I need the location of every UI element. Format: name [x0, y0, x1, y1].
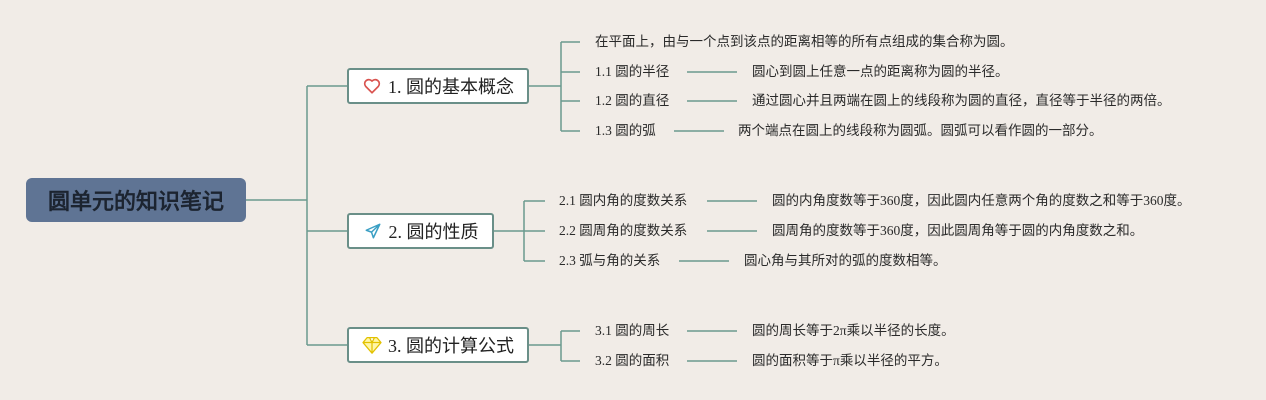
gem-icon [362, 335, 382, 355]
diameter-text: 通过圆心并且两端在圆上的线段称为圆的直径，直径等于半径的两倍。 [752, 93, 1171, 108]
subtopic-arc-angle[interactable]: 2.3 弧与角的关系 [559, 253, 661, 268]
subtopic-radius[interactable]: 1.1 圆的半径 [595, 64, 670, 79]
branch-basic-concepts[interactable]: 1. 圆的基本概念 [347, 68, 529, 104]
subtopic-arc[interactable]: 1.3 圆的弧 [595, 123, 656, 138]
branch-formulas[interactable]: 3. 圆的计算公式 [347, 327, 529, 363]
arc-text: 两个端点在圆上的线段称为圆弧。圆弧可以看作圆的一部分。 [738, 123, 1103, 138]
subtopic-inscribed-angle[interactable]: 2.2 圆周角的度数关系 [559, 223, 688, 238]
inscribed-angle-text: 圆周角的度数等于360度，因此圆周角等于圆的内角度数之和。 [772, 223, 1144, 238]
branch-label: 3. 圆的计算公式 [388, 336, 514, 356]
subtopic-area[interactable]: 3.2 圆的面积 [595, 353, 670, 368]
subtopic-diameter[interactable]: 1.2 圆的直径 [595, 93, 670, 108]
heart-icon [362, 76, 382, 96]
subtopic-inner-angle[interactable]: 2.1 圆内角的度数关系 [559, 193, 688, 208]
definition-text: 在平面上，由与一个点到该点的距离相等的所有点组成的集合称为圆。 [595, 34, 1014, 49]
branch-properties[interactable]: 2. 圆的性质 [347, 213, 494, 249]
radius-text: 圆心到圆上任意一点的距离称为圆的半径。 [752, 64, 1009, 79]
root-node[interactable]: 圆单元的知识笔记 [26, 178, 246, 222]
arc-angle-text: 圆心角与其所对的弧的度数相等。 [744, 253, 947, 268]
paper-plane-icon [363, 221, 383, 241]
branch-label: 1. 圆的基本概念 [388, 77, 514, 97]
inner-angle-text: 圆的内角度数等于360度，因此圆内任意两个角的度数之和等于360度。 [772, 193, 1191, 208]
circumference-text: 圆的周长等于2π乘以半径的长度。 [752, 323, 955, 338]
subtopic-circumference[interactable]: 3.1 圆的周长 [595, 323, 670, 338]
root-title: 圆单元的知识笔记 [47, 189, 224, 214]
branch-label: 2. 圆的性质 [388, 222, 479, 242]
area-text: 圆的面积等于π乘以半径的平方。 [752, 353, 948, 368]
